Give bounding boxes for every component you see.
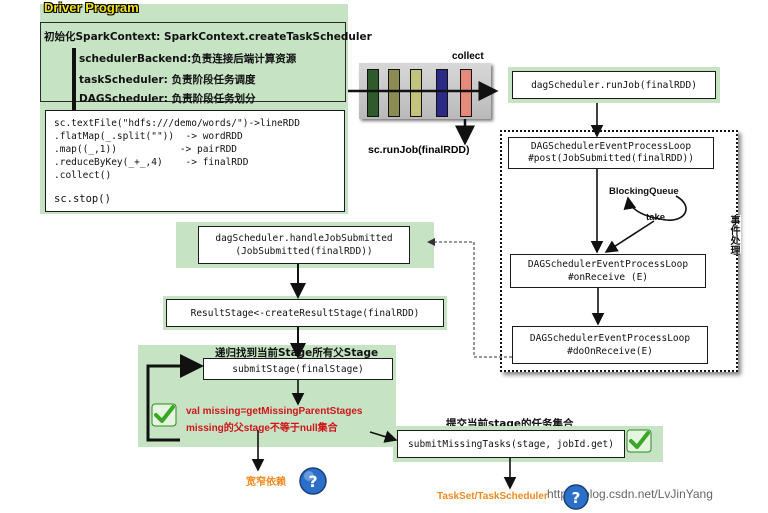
rdd-bar-3 [410, 69, 422, 117]
code-line: .flatMap(_.split("")) -> wordRDD [54, 131, 243, 142]
driver-header-box [40, 22, 346, 102]
handle-job-box: dagScheduler.handleJobSubmitted (JobSubm… [198, 226, 410, 264]
post-event-box: DAGSchedulerEventProcessLoop #post(JobSu… [508, 137, 714, 169]
code-line: .collect() [54, 170, 112, 181]
init-spark-context: 初始化SparkContext: SparkContext.createTask… [44, 31, 372, 43]
doonreceive-to-handlejob-arrow [427, 238, 512, 358]
task-scheduler-item: taskScheduler: 负责阶段任务调度 [79, 74, 256, 86]
missing-parents-line: val missing=getMissingParentStages [186, 406, 363, 417]
handle-job-line: dagScheduler.handleJobSubmitted [215, 233, 393, 244]
blocking-queue-loop-arrow [623, 195, 687, 221]
rdd-bar-2 [388, 69, 400, 117]
scheduler-backend-item: schedulerBackend:负责连接后端计算资源 [79, 53, 297, 65]
code-line: .reduceByKey(_+_,4) -> finalRDD [54, 157, 249, 168]
submit-tasks-check-icon [626, 429, 652, 453]
missing-check-icon [151, 403, 177, 427]
on-receive-box: DAGSchedulerEventProcessLoop #onReceive … [510, 254, 706, 288]
take-to-onreceive-arrow [604, 220, 655, 253]
taskset-help-icon[interactable]: ? [563, 484, 589, 510]
recursion-loop-arrow [146, 354, 204, 442]
rdd-bar-4 [436, 69, 448, 117]
on-receive-line: DAGSchedulerEventProcessLoop [527, 259, 689, 270]
submit-tasks-box: submitMissingTasks(stage, jobId.get) [397, 430, 625, 458]
do-on-receive-line: #doOnReceive(E) [567, 346, 653, 357]
result-stage-box: ResultStage<-createResultStage(finalRDD) [166, 299, 444, 327]
wide-dep-help-icon[interactable]: ? [299, 467, 327, 495]
blocking-queue-label: BlockingQueue [609, 186, 679, 197]
run-job-label: sc.runJob(finalRDD) [368, 144, 470, 156]
collect-label: collect [452, 51, 484, 62]
task-set-label: TaskSet/TaskScheduler [437, 491, 548, 502]
do-on-receive-line: DAGSchedulerEventProcessLoop [529, 333, 691, 344]
code-line: .map((_,1)) -> pairRDD [54, 144, 238, 155]
missing-null-line: missing的父stage不等于null集合 [186, 423, 338, 434]
wide-narrow-dependency-label: 宽窄依赖 [246, 477, 286, 488]
svg-text:?: ? [308, 472, 317, 491]
missing-to-submittasks-arrow [369, 430, 398, 443]
svg-text:?: ? [572, 489, 581, 507]
code-stop-line: sc.stop() [54, 193, 111, 205]
rdd-bar-1 [367, 69, 379, 117]
dag-run-job-box: dagScheduler.runJob(finalRDD) [512, 71, 716, 99]
post-event-line: DAGSchedulerEventProcessLoop [530, 141, 692, 152]
dag-scheduler-item: DAGScheduler: 负责阶段任务划分 [79, 93, 256, 105]
post-event-line: #post(JobSubmitted(finalRDD)) [528, 153, 694, 164]
code-line: sc.textFile("hdfs:///demo/words/")->line… [54, 118, 300, 129]
event-loop-side-label: 事件处理 [727, 215, 741, 255]
rdd-bar-5 [460, 69, 472, 117]
driver-tree-line [72, 48, 76, 110]
do-on-receive-box: DAGSchedulerEventProcessLoop #doOnReceiv… [512, 326, 708, 364]
handle-job-line: (JobSubmitted(finalRDD)) [235, 246, 373, 257]
on-receive-line: #onReceive (E) [567, 272, 649, 283]
driver-program-title: Driver Program [44, 0, 139, 15]
driver-code-box: sc.textFile("hdfs:///demo/words/")->line… [45, 110, 345, 212]
